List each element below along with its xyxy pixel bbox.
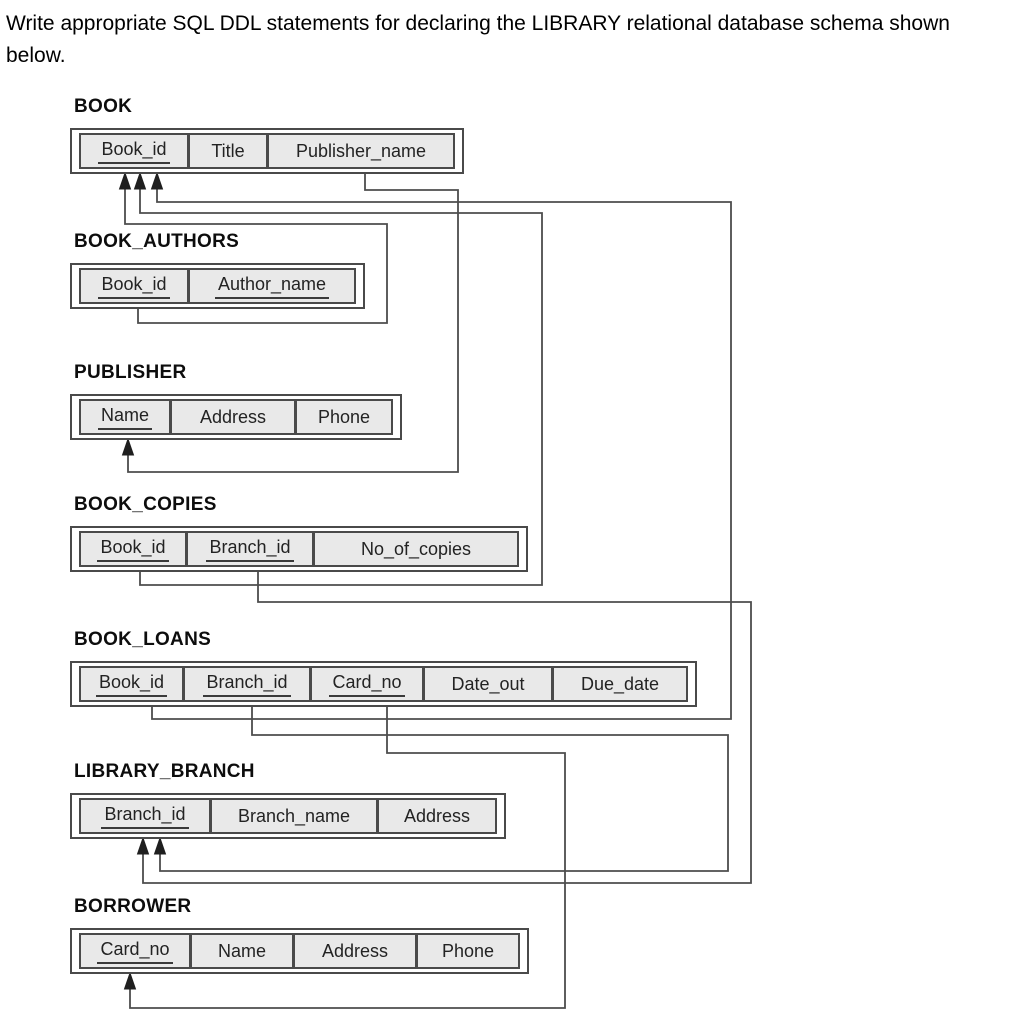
question-text: Write appropriate SQL DDL statements for… — [6, 8, 1006, 71]
column-library-branch-branch-id: Branch_id — [79, 798, 211, 834]
column-borrower-card-no: Card_no — [79, 933, 191, 969]
column-book-publisher-name: Publisher_name — [267, 133, 455, 169]
column-library-branch-address: Address — [377, 798, 497, 834]
table-title-library-branch: LIBRARY_BRANCH — [74, 761, 255, 782]
column-book-authors-book-id: Book_id — [79, 268, 189, 304]
fk-line-book-loans-branch — [159, 707, 729, 872]
table-title-book: BOOK — [74, 96, 133, 117]
column-book-loans-card-no: Card_no — [310, 666, 424, 702]
column-book-authors-author-name: Author_name — [188, 268, 356, 304]
column-borrower-name: Name — [190, 933, 294, 969]
table-book-authors: Book_id Author_name — [70, 263, 365, 309]
question-line-1: Write appropriate SQL DDL statements for… — [6, 12, 950, 35]
table-book-copies: Book_id Branch_id No_of_copies — [70, 526, 528, 572]
column-book-loans-book-id: Book_id — [79, 666, 184, 702]
column-library-branch-branch-name: Branch_name — [210, 798, 378, 834]
column-book-copies-book-id: Book_id — [79, 531, 187, 567]
column-book-copies-no-of-copies: No_of_copies — [313, 531, 519, 567]
column-publisher-address: Address — [170, 399, 296, 435]
arrowhead-publisher — [121, 437, 135, 456]
arrowhead-book-3 — [150, 171, 164, 190]
column-publisher-phone: Phone — [295, 399, 393, 435]
table-title-book-copies: BOOK_COPIES — [74, 494, 217, 515]
table-title-publisher: PUBLISHER — [74, 362, 187, 383]
column-borrower-phone: Phone — [416, 933, 520, 969]
table-publisher: Name Address Phone — [70, 394, 402, 440]
column-book-copies-branch-id: Branch_id — [186, 531, 314, 567]
table-book: Book_id Title Publisher_name — [70, 128, 464, 174]
table-borrower: Card_no Name Address Phone — [70, 928, 529, 974]
column-borrower-address: Address — [293, 933, 417, 969]
column-book-loans-date-out: Date_out — [423, 666, 553, 702]
table-title-book-authors: BOOK_AUTHORS — [74, 231, 240, 252]
column-book-book-id: Book_id — [79, 133, 189, 169]
arrowhead-branch-1 — [136, 836, 150, 855]
arrowhead-book-1 — [118, 171, 132, 190]
column-publisher-name: Name — [79, 399, 171, 435]
table-library-branch: Branch_id Branch_name Address — [70, 793, 506, 839]
table-book-loans: Book_id Branch_id Card_no Date_out Due_d… — [70, 661, 697, 707]
table-title-borrower: BORROWER — [74, 896, 192, 917]
column-book-loans-due-date: Due_date — [552, 666, 688, 702]
arrowhead-book-2 — [133, 171, 147, 190]
arrowhead-borrower — [123, 971, 137, 990]
column-book-loans-branch-id: Branch_id — [183, 666, 311, 702]
arrowhead-branch-2 — [153, 836, 167, 855]
question-line-2: below. — [6, 43, 66, 67]
table-title-book-loans: BOOK_LOANS — [74, 629, 212, 650]
column-book-title: Title — [188, 133, 268, 169]
